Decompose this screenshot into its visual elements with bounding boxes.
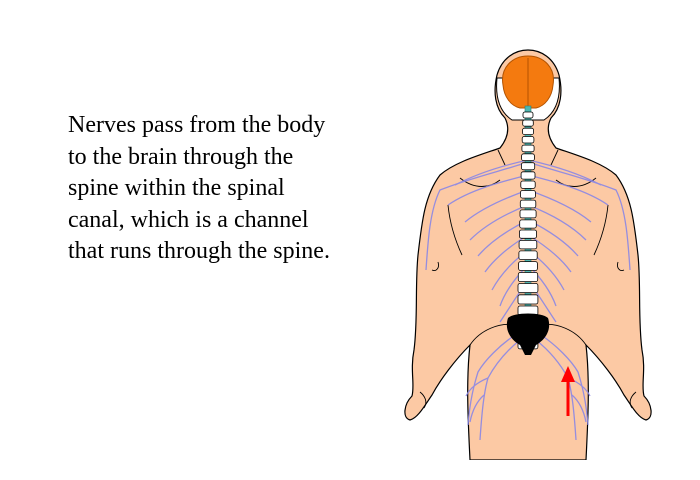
vertebra [519,209,537,219]
caption-line-4: canal, which is a channel [68,206,309,233]
caption-text: Nerves pass from the body to the brain t… [68,110,388,268]
vertebra [517,283,539,294]
vertebra [522,127,535,135]
sacrum [506,313,550,355]
vertebra [519,219,537,229]
vertebra [519,199,537,209]
caption-line-3: spine within the spinal [68,175,285,201]
vertebra [517,272,539,283]
spine-nervous-system-illustration [404,49,652,460]
caption-line-1: Nerves pass from the body [68,112,326,138]
caption-line-2: to the brain through the [68,143,294,170]
vertebra [521,144,535,153]
vertebra [518,250,538,260]
red-up-arrow-icon [561,366,575,416]
vertebra [517,294,539,305]
vertebra [521,153,535,162]
vertebra [522,119,534,127]
vertebra [521,162,536,171]
vertebra [520,171,536,180]
vertebra [521,136,535,144]
vertebra [518,239,538,250]
caption-line-5: that runs through the spine. [68,238,330,264]
vertebra [522,111,534,119]
vertebra [518,261,538,271]
vertebra [519,229,537,239]
vertebra [520,190,536,199]
vertebra [520,180,536,189]
